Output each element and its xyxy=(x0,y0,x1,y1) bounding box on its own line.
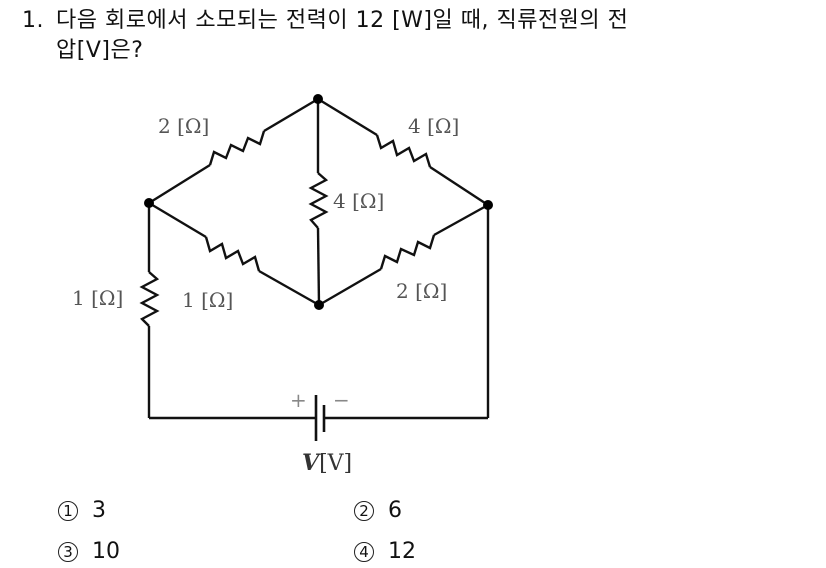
choice-value-3: 10 xyxy=(92,539,120,564)
resistor-bottom-left xyxy=(148,201,320,307)
choice-value-2: 6 xyxy=(388,498,402,523)
question-line-1: 1. 다음 회로에서 소모되는 전력이 12 [W]일 때, 직류전원의 전 xyxy=(22,6,812,36)
choice-1[interactable]: 1 3 xyxy=(58,497,106,525)
node-bottom xyxy=(314,300,324,310)
source-voltage-unit: [V] xyxy=(319,451,352,476)
resistor-series-left xyxy=(139,203,160,418)
label-resistor-top-left: 2 [Ω] xyxy=(158,114,209,138)
label-resistor-top-right: 4 [Ω] xyxy=(408,114,459,138)
choice-value-1: 3 xyxy=(92,498,106,523)
label-resistor-series-left: 1 [Ω] xyxy=(72,286,123,310)
question-line-2: 압[V]은? xyxy=(56,38,144,63)
question-text: 1. 다음 회로에서 소모되는 전력이 12 [W]일 때, 직류전원의 전 압[… xyxy=(22,6,812,66)
choice-marker-4: 4 xyxy=(354,542,374,562)
question-stem: 다음 회로에서 소모되는 전력이 12 [W]일 때, 직류전원의 전 xyxy=(56,8,629,33)
choice-2[interactable]: 2 6 xyxy=(354,497,402,525)
source-voltage-variable: V xyxy=(302,450,321,476)
node-left xyxy=(144,198,154,208)
node-top xyxy=(313,94,323,104)
choice-marker-2: 2 xyxy=(354,501,374,521)
label-resistor-bottom-left: 1 [Ω] xyxy=(182,288,233,312)
choice-4[interactable]: 4 12 xyxy=(354,538,416,566)
junction-nodes xyxy=(144,94,493,310)
resistor-middle-vertical xyxy=(308,99,329,306)
choice-value-4: 12 xyxy=(388,539,416,564)
source-voltage-label: V[V] xyxy=(302,450,352,476)
source-minus-sign: − xyxy=(333,388,350,412)
resistor-bottom-right xyxy=(318,203,489,307)
choice-marker-3: 3 xyxy=(58,542,78,562)
resistor-top-left xyxy=(148,97,319,205)
question-number: 1. xyxy=(22,8,44,33)
resistor-top-right xyxy=(317,97,489,207)
label-resistor-middle-vertical: 4 [Ω] xyxy=(333,189,384,213)
dc-source xyxy=(314,395,326,441)
choice-3[interactable]: 3 10 xyxy=(58,538,120,566)
node-right xyxy=(483,200,493,210)
source-plus-sign: + xyxy=(290,388,307,412)
choice-marker-1: 1 xyxy=(58,501,78,521)
label-resistor-bottom-right: 2 [Ω] xyxy=(396,279,447,303)
